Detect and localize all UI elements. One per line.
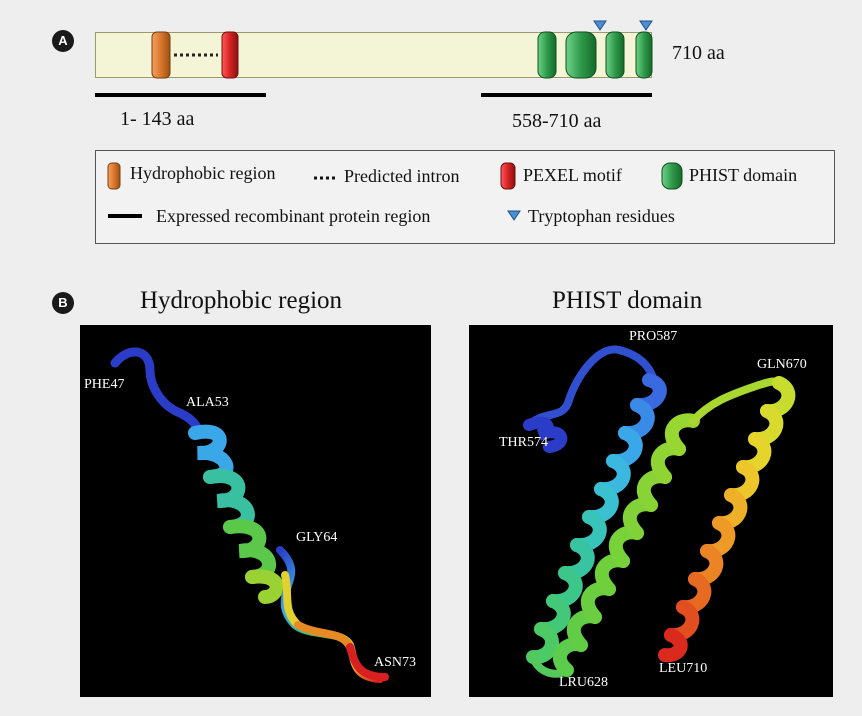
legend-tryptophan-label: Tryptophan residues: [528, 206, 675, 226]
phist-structure-panel: PRO587 GLN670 THR574 LRU628 LEU710: [469, 325, 833, 697]
phist-segment: [537, 31, 557, 79]
phist-segment: [635, 31, 653, 79]
phist-structure-title: PHIST domain: [552, 287, 703, 314]
pexel-motif-shape: [221, 31, 239, 79]
tryptophan-marker: [639, 20, 653, 31]
panel-a-letter: A: [52, 30, 74, 52]
residue-label: LEU710: [659, 661, 708, 676]
tryptophan-marker: [593, 20, 607, 31]
phist-segment: [565, 31, 597, 79]
legend-box: Hydrophobic region Predicted intron PEXE…: [95, 150, 835, 244]
region-2-label: 558-710 aa: [512, 110, 602, 132]
residue-label: PHE47: [84, 377, 125, 392]
hydrophobic-structure-title: Hydrophobic region: [140, 287, 343, 314]
residue-label: GLN670: [757, 357, 807, 372]
phist-segment: [605, 31, 625, 79]
residue-label: ASN73: [374, 655, 417, 670]
legend-phist-swatch: [661, 162, 683, 190]
hydrophobic-ribbon: [110, 347, 389, 683]
legend-hydrophobic-label: Hydrophobic region: [130, 163, 276, 183]
residue-label: THR574: [499, 435, 548, 450]
legend-expressed-label: Expressed recombinant protein region: [156, 206, 431, 226]
residue-label: GLY64: [296, 530, 338, 545]
residue-label: PRO587: [629, 329, 678, 344]
legend-symbols: [107, 162, 683, 221]
residue-label: LRU628: [559, 675, 608, 690]
region-1-label: 1- 143 aa: [120, 108, 195, 130]
legend-intron-label: Predicted intron: [344, 166, 460, 186]
residue-label: ALA53: [186, 395, 229, 410]
protein-length-label: 710 aa: [672, 42, 725, 64]
hydrophobic-structure-panel: PHE47 ALA53 GLY64 ASN73: [80, 325, 431, 697]
legend-tryptophan-swatch: [507, 210, 521, 221]
legend-pexel-swatch: [500, 162, 516, 190]
legend-pexel-label: PEXEL motif: [523, 165, 622, 185]
panel-b-letter: B: [52, 292, 74, 314]
legend-phist-label: PHIST domain: [689, 165, 798, 185]
phist-ribbon: [523, 345, 796, 678]
hydrophobic-region-shape: [151, 31, 171, 79]
protein-schematic: [95, 20, 653, 97]
legend-hydrophobic-swatch: [107, 162, 121, 190]
